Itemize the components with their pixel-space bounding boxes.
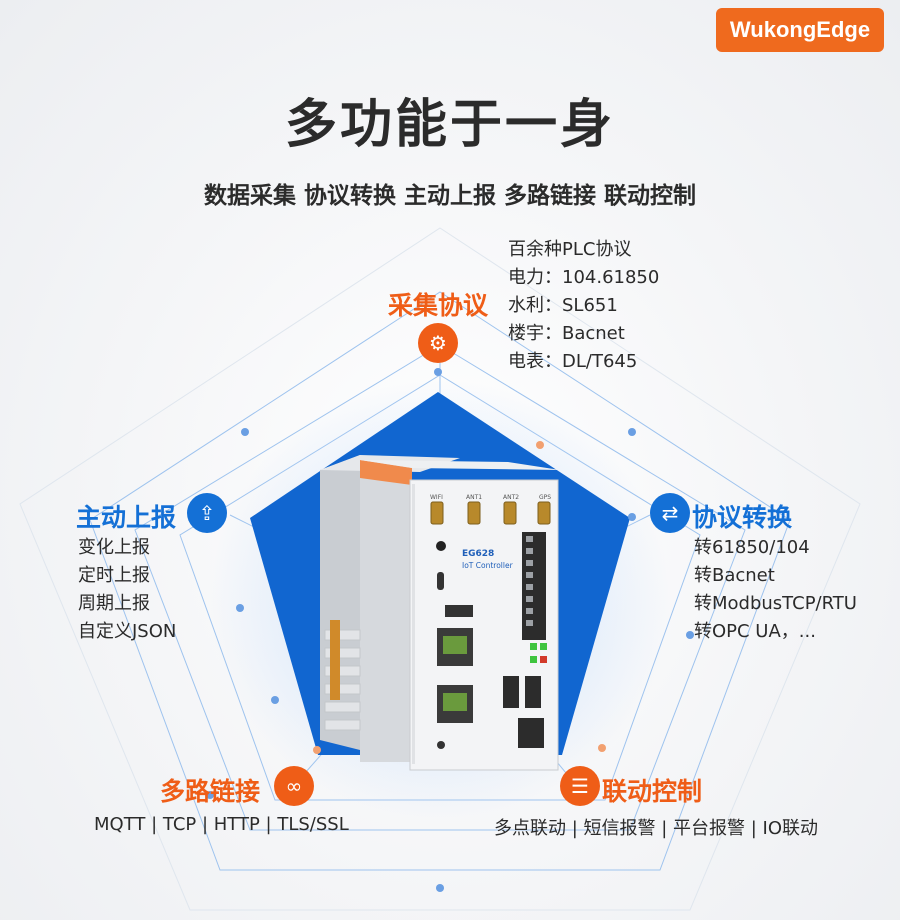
dot <box>436 884 444 892</box>
power-terminal <box>518 718 544 748</box>
convert-list: 转61850/104 转Bacnet 转ModbusTCP/RTU 转OPC U… <box>694 534 857 646</box>
reload-button <box>437 741 445 749</box>
control-text: 多点联动 | 短信报警 | 平台报警 | IO联动 <box>494 818 818 839</box>
typec-port <box>437 572 444 590</box>
list-item: 转ModbusTCP/RTU <box>694 593 857 614</box>
upload-icon: ⇪ <box>187 493 227 533</box>
audio-port <box>436 541 446 551</box>
list-item: 电力：104.61850 <box>508 267 660 288</box>
terminal-block <box>522 532 546 640</box>
antenna-label: ANT2 <box>503 494 519 501</box>
brand-logo: WukongEdge <box>716 8 884 52</box>
dot <box>236 604 244 612</box>
iot-controller-device: WIFI ANT1 ANT2 GPS EG628 IoT Controller <box>320 455 560 771</box>
list-item: 楼宇：Bacnet <box>508 323 625 344</box>
protocol-icon: ⚙ <box>418 323 458 363</box>
pentagon-ring-3 <box>134 344 746 831</box>
dot <box>434 368 442 376</box>
dot <box>536 441 544 449</box>
list-item: 水利：SL651 <box>508 295 618 316</box>
control-icon: ☰ <box>560 766 600 806</box>
page-subtitle: 数据采集 协议转换 主动上报 多路链接 联动控制 <box>203 183 697 209</box>
dot <box>598 744 606 752</box>
feature-title-collect: 采集协议 <box>388 291 489 320</box>
convert-icon: ⇄ <box>650 493 690 533</box>
antenna-label: GPS <box>539 494 551 501</box>
feature-title-convert: 协议转换 <box>692 503 793 532</box>
page-title: 多功能于一身 <box>284 95 615 155</box>
pentagon-ring-4 <box>89 291 791 871</box>
collect-list: 百余种PLC协议 电力：104.61850 水利：SL651 楼宇：Bacnet… <box>508 236 659 376</box>
links-text: MQTT | TCP | HTTP | TLS/SSL <box>94 814 349 835</box>
list-item: 转Bacnet <box>694 565 775 586</box>
dot <box>271 696 279 704</box>
list-item: 自定义JSON <box>78 621 177 642</box>
link-icon: ∞ <box>274 766 314 806</box>
dot <box>206 791 214 799</box>
usb-port <box>503 676 519 708</box>
antenna-label: ANT1 <box>466 494 482 501</box>
feature-title-report: 主动上报 <box>76 503 177 532</box>
antenna-label: WIFI <box>430 494 443 501</box>
report-list: 变化上报 定时上报 周期上报 自定义JSON <box>78 534 176 646</box>
model-label: EG628 <box>462 549 494 559</box>
usb-port <box>525 676 541 708</box>
dot <box>313 746 321 754</box>
list-item: 百余种PLC协议 <box>508 239 632 260</box>
outer-pentagon <box>19 227 861 911</box>
feature-title-links: 多路链接 <box>160 777 261 806</box>
dot <box>686 631 694 639</box>
list-item: 周期上报 <box>78 593 150 614</box>
hdmi-port <box>445 605 473 617</box>
device-name-label: IoT Controller <box>462 561 514 570</box>
dot <box>241 428 249 436</box>
list-item: 转61850/104 <box>694 537 810 558</box>
list-item: 电表：DL/T645 <box>508 351 638 372</box>
list-item: 定时上报 <box>78 565 150 586</box>
dot <box>628 513 636 521</box>
list-item: 转OPC UA，... <box>694 621 816 642</box>
feature-title-control: 联动控制 <box>602 777 703 806</box>
dot <box>628 428 636 436</box>
list-item: 变化上报 <box>78 537 150 558</box>
